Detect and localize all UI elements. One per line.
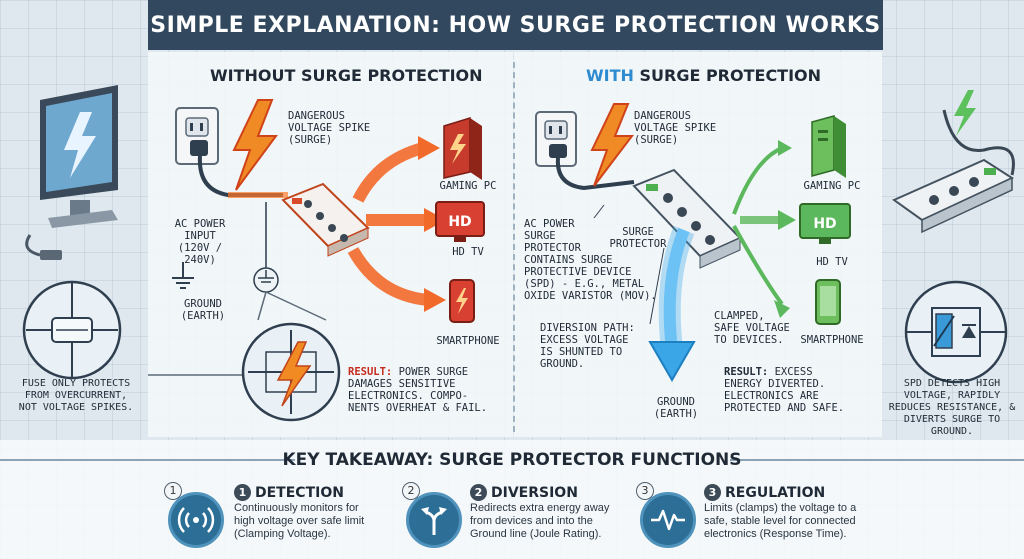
monitor-icon [25,85,118,260]
spd-note: SPD DETECTS HIGH VOLTAGE, RAPIDLY REDUCE… [888,378,1016,437]
fuse-icon [22,280,122,380]
right-device-phone: SMARTPHONE [800,334,864,346]
clamped-label: CLAMPED, SAFE VOLTAGE TO DEVICES. [714,310,790,346]
right-result-lead: RESULT: [724,366,769,378]
function-3-circle [640,492,696,548]
function-2-number: 2 [470,484,487,501]
power-strip-icon [281,182,370,257]
green-bolt-icon [954,90,976,136]
smartphone-icon [449,279,475,323]
left-device-pc: GAMING PC [439,180,497,192]
left-result: RESULT: POWER SURGE DAMAGES SENSITIVE EL… [348,366,487,414]
function-1-step-number: 1 [164,482,182,500]
hd-tv-icon [435,201,485,242]
gaming-pc-icon [811,115,846,178]
takeaway-title: KEY TAKEAWAY: SURGE PROTECTOR FUNCTIONS [282,450,742,470]
power-strip-icon [891,109,1015,234]
function-2-desc: Redirects extra energy away from devices… [470,502,610,540]
page-title: SIMPLE EXPLANATION: HOW SURGE PROTECTION… [148,0,883,50]
left-heading: WITHOUT SURGE PROTECTION [210,66,483,85]
right-heading-accent: WITH [586,66,634,85]
wifi-signal-icon [177,507,215,533]
panel-divider [513,62,515,432]
waveform-icon [651,509,685,531]
right-result-text: EXCESS ENERGY DIVERTED. ELECTRONICS ARE … [724,366,845,414]
hd-tv-icon [799,203,851,244]
left-diagram: HD [148,99,485,422]
ground-symbol-icon-2 [253,267,279,293]
surge-arrow-phone [347,246,429,306]
protector-label: SURGE PROTECTOR [609,226,667,250]
right-result: RESULT: EXCESS ENERGY DIVERTED. ELECTRON… [724,366,844,414]
right-ac-label: AC POWER SURGE PROTECTOR CONTAINS SURGE … [524,218,657,302]
right-device-tv: HD TV [816,256,848,268]
split-arrow-icon [421,507,447,535]
diversion-arrow [663,227,690,351]
surge-bolt-icon [232,99,278,191]
function-1-number: 1 [234,484,251,501]
power-cord [555,157,635,191]
left-ac-label: AC POWER INPUT (120V / 240V) [174,218,226,266]
function-2-step-number: 2 [402,482,420,500]
function-2-circle [406,492,462,548]
surge-bolt-icon [590,103,635,187]
left-ground-label: GROUND (EARTH) [180,298,226,322]
left-result-text: POWER SURGE DAMAGES SENSITIVE ELECTRONIC… [348,366,488,414]
spd-circuit-icon [904,280,1008,384]
side-right-illustration [891,90,1015,384]
safe-arrow-phone [732,225,784,306]
function-1-desc: Continuously monitors for high voltage o… [234,502,365,540]
fuse-note: FUSE ONLY PROTECTS FROM OVERCURRENT, NOT… [18,378,134,413]
right-ground-label: GROUND (EARTH) [653,396,699,420]
diversion-label: DIVERSION PATH: EXCESS VOLTAGE IS SHUNTE… [540,322,635,370]
function-3-step-number: 3 [636,482,654,500]
left-result-lead: RESULT: [348,366,393,378]
surge-arrow-pc [352,142,425,203]
right-heading-rest: SURGE PROTECTION [633,66,822,85]
left-tv-badge: HD [448,214,471,230]
takeaway-rule-right [730,459,1024,461]
right-tv-badge: HD [813,216,836,232]
right-device-pc: GAMING PC [803,180,861,192]
function-1-circle [168,492,224,548]
smartphone-icon [815,279,841,325]
safe-arrow-pc [732,146,783,215]
wall-outlet-icon [535,111,577,167]
side-left-illustration [22,85,122,380]
right-heading: WITH SURGE PROTECTION [586,66,821,85]
ground-symbol-icon [172,262,194,289]
power-cord [197,155,283,197]
wall-outlet-icon [175,107,219,165]
function-1-name: DETECTION [255,485,344,501]
gaming-pc-icon [443,116,482,180]
takeaway-rule-left [0,459,295,461]
function-3-name: REGULATION [725,485,826,501]
function-3-desc: Limits (clamps) the voltage to a safe, s… [704,502,857,540]
left-spike-label: DANGEROUS VOLTAGE SPIKE (SURGE) [288,110,371,146]
function-2-name: DIVERSION [491,485,578,501]
circuit-magnifier-icon [241,322,341,422]
function-3-number: 3 [704,484,721,501]
left-device-tv: HD TV [452,246,484,258]
left-device-phone: SMARTPHONE [436,335,500,347]
right-diagram: HD [535,103,851,382]
right-spike-label: DANGEROUS VOLTAGE SPIKE (SURGE) [634,110,717,146]
